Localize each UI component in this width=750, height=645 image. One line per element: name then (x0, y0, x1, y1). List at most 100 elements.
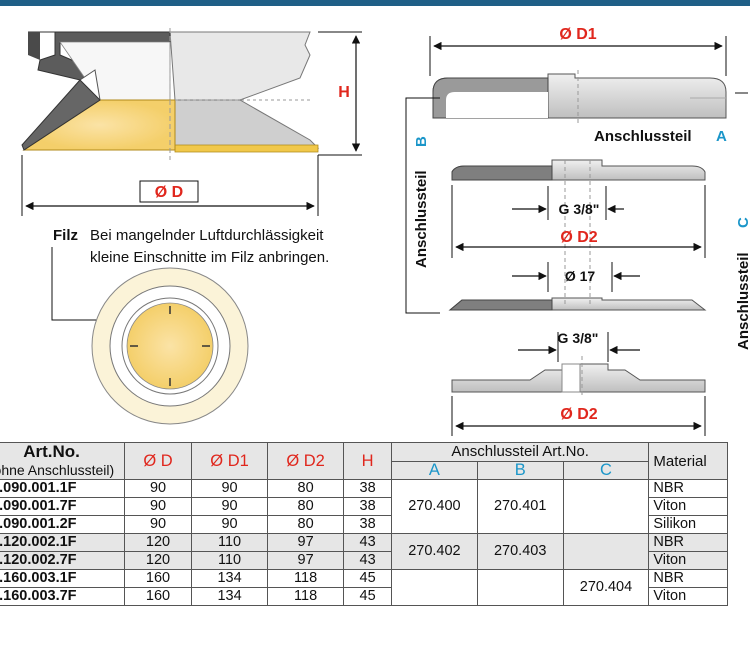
d2-cell: 97 (267, 551, 345, 570)
material-cell: Silikon (648, 515, 728, 534)
d1-cell: 90 (190, 479, 269, 498)
table-row: 26.090.001.7F 90 90 80 38 Viton (0, 497, 728, 516)
anschluss-b-letter: B (413, 136, 430, 147)
d-cell: 90 (124, 497, 192, 516)
d2-cell: 97 (267, 533, 345, 552)
anschluss-c-cell (562, 533, 650, 570)
part-c-drawing: G 3/8" Ø D2 (451, 330, 706, 436)
d-cell: 120 (124, 551, 192, 570)
table-row: 26.120.002.7F 120 110 97 43 Viton (0, 551, 728, 570)
d-cell: 90 (124, 515, 192, 534)
material-cell: Viton (648, 497, 728, 516)
artno-cell: 26.160.003.7F (0, 587, 126, 606)
part-a-drawing: Anschlussteil A (432, 70, 748, 145)
header-artno-sub: (ohne Anschlussteil) (0, 462, 115, 478)
d1-cell: 90 (190, 497, 269, 516)
d-cell: 160 (124, 569, 192, 588)
header-artno-cell: Art.No. (ohne Anschlussteil) (0, 442, 126, 480)
anschluss-a-cell: 270.402 (391, 533, 478, 570)
anschluss-b-cell (476, 569, 564, 606)
header-d2: Ø D2 (267, 442, 345, 480)
table-row: 26.090.001.2F 90 90 80 38 Silikon (0, 515, 728, 534)
height-label: H (338, 84, 350, 101)
d1-cell: 90 (190, 515, 269, 534)
artno-cell: 26.120.002.1F (0, 533, 126, 552)
artno-cell: 26.160.003.1F (0, 569, 126, 588)
anschluss-a-cell (391, 569, 478, 606)
anschluss-b-cell: 270.403 (476, 533, 564, 570)
filz-title: Filz (53, 227, 78, 244)
dia-d1-dimension: Ø D1 (429, 26, 727, 76)
artno-cell: 26.090.001.1F (0, 479, 126, 498)
filter-bottom-view (91, 267, 249, 425)
dia-d-label: Ø D (155, 184, 183, 201)
thread-bottom-label: G 3/8" (558, 330, 599, 346)
material-cell: NBR (648, 569, 728, 588)
d2-cell: 80 (267, 479, 345, 498)
material-cell: Viton (648, 587, 728, 606)
thread-top-label: G 3/8" (559, 201, 600, 217)
d1-cell: 134 (190, 587, 269, 606)
material-cell: NBR (648, 533, 728, 552)
suction-cup-section (21, 28, 320, 160)
d-cell: 160 (124, 587, 192, 606)
technical-drawing: H Ø D Filz Bei mangelnder Luftdurchlässi… (21, 26, 750, 436)
h-cell: 45 (343, 587, 393, 606)
table-row: 26.160.003.1F 160 134 118 45 270.404 NBR (0, 569, 728, 606)
top-bar (0, 0, 750, 6)
anschluss-a-text: Anschlussteil (594, 128, 692, 145)
d-cell: 120 (124, 533, 192, 552)
dia-17-label: Ø 17 (565, 268, 596, 284)
filz-line-2: kleine Einschnitte im Filz anbringen. (90, 249, 329, 266)
anschluss-b-label: Anschlussteil B (405, 97, 440, 314)
table-subheader-row: A B C (0, 460, 728, 480)
header-material: Material (648, 442, 728, 480)
spec-table: Art.No. (ohne Anschlussteil) Ø D Ø D1 Ø … (0, 442, 728, 606)
artno-cell: 26.090.001.2F (0, 515, 126, 534)
anschluss-b-text: Anschlussteil (413, 170, 430, 268)
header-artno: Art.No. (23, 442, 80, 461)
d1-cell: 110 (190, 551, 269, 570)
d2-cell: 80 (267, 515, 345, 534)
h-cell: 38 (343, 515, 393, 534)
anschluss-c-cell: 270.404 (562, 569, 650, 606)
table-row: 26.160.003.7F 160 134 118 45 Viton (0, 587, 728, 606)
d2-cell: 118 (267, 569, 345, 588)
anschluss-c-label: Anschlussteil C (735, 217, 750, 350)
table-header-row: Art.No. (ohne Anschlussteil) Ø D Ø D1 Ø … (0, 442, 728, 480)
dia-d1-label: Ø D1 (559, 26, 596, 43)
anschluss-c-text: Anschlussteil (735, 252, 750, 350)
h-cell: 38 (343, 479, 393, 498)
header-h: H (343, 442, 393, 480)
h-cell: 45 (343, 569, 393, 588)
artno-cell: 26.120.002.7F (0, 551, 126, 570)
header-anschluss: Anschlussteil Art.No. (391, 442, 650, 462)
anschluss-a-letter: A (716, 128, 727, 145)
anschluss-a-cell: 270.400 (391, 479, 478, 534)
anschluss-c-cell (562, 479, 650, 534)
header-d: Ø D (124, 442, 192, 480)
header-a: A (391, 460, 478, 480)
d1-cell: 134 (190, 569, 269, 588)
anschluss-c-letter: C (735, 217, 750, 228)
material-cell: NBR (648, 479, 728, 498)
h-cell: 43 (343, 551, 393, 570)
d2-cell: 80 (267, 497, 345, 516)
dia-d2-bottom-label: Ø D2 (560, 406, 597, 423)
h-cell: 43 (343, 533, 393, 552)
dia-d2-mid-label: Ø D2 (560, 229, 597, 246)
filz-line-1: Bei mangelnder Luftdurchlässigkeit (90, 227, 324, 244)
dia-d-dimension: Ø D (21, 155, 319, 216)
material-cell: Viton (648, 551, 728, 570)
height-dimension: H (318, 31, 362, 156)
header-d1: Ø D1 (190, 442, 269, 480)
anschluss-b-cell: 270.401 (476, 479, 564, 534)
d1-cell: 110 (190, 533, 269, 552)
table-row: 26.090.001.1F 90 90 80 38 270.400 270.40… (0, 479, 728, 534)
d2-cell: 118 (267, 587, 345, 606)
d-cell: 90 (124, 479, 192, 498)
artno-cell: 26.090.001.7F (0, 497, 126, 516)
header-b: B (476, 460, 564, 480)
part-b-drawing: G 3/8" Ø D2 Ø 17 (448, 159, 707, 311)
h-cell: 38 (343, 497, 393, 516)
